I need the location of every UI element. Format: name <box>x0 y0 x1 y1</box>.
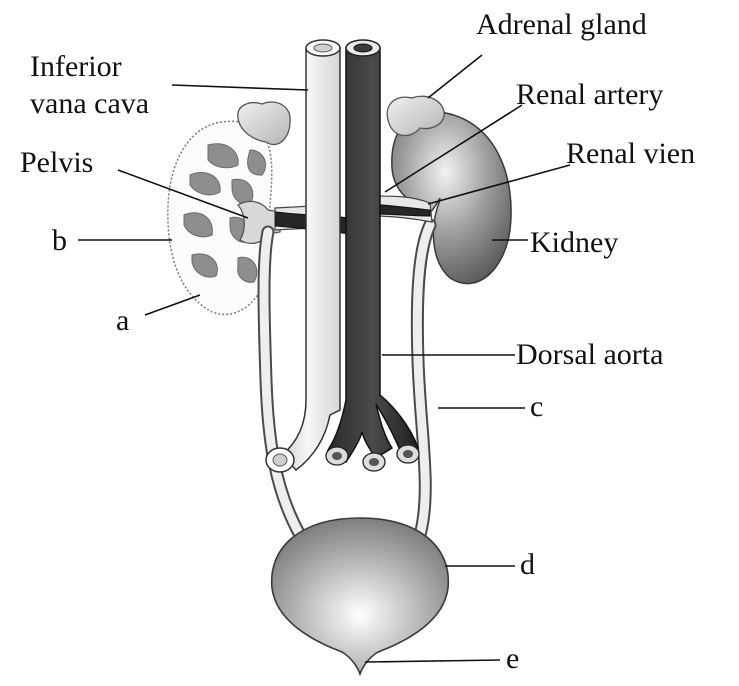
label-a: a <box>116 304 129 337</box>
urinary-bladder <box>272 518 449 674</box>
label-pelvis: Pelvis <box>20 146 93 179</box>
label-kidney: Kidney <box>530 226 618 259</box>
label-adrenal-gland: Adrenal gland <box>476 8 647 41</box>
label-e: e <box>506 642 519 675</box>
label-inferior-vena-cava-line2: vana cava <box>30 87 149 120</box>
label-renal-artery: Renal artery <box>516 78 663 111</box>
label-b: b <box>52 224 67 257</box>
label-renal-vein: Renal vien <box>566 137 695 170</box>
label-inferior-vena-cava-line1: Inferior <box>30 50 122 83</box>
label-c: c <box>530 390 543 423</box>
label-d: d <box>520 548 535 581</box>
label-dorsal-aorta: Dorsal aorta <box>516 338 663 371</box>
